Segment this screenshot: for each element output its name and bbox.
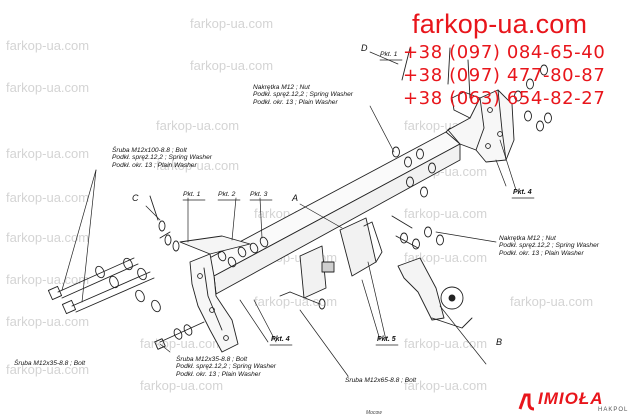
pkt-label: Pkt. 1 [183, 191, 201, 198]
label-line: Podkł. spręż.12,2 ; Spring Washer [112, 154, 212, 162]
leader-lines [61, 51, 517, 377]
pkt-label: Pkt. 2 [218, 191, 236, 198]
watermark: farkop-ua.com [190, 16, 274, 31]
logo-name: IMIOŁA [538, 389, 604, 408]
label-bolt-65: Śruba M12x65-8.8 ; Bolt [345, 377, 416, 384]
pkt-label: Pkt. 3 [250, 191, 268, 198]
watermark: farkop-ua.com [6, 272, 90, 287]
watermark: farkop-ua.com [6, 38, 90, 53]
tow-ball-neck [397, 257, 473, 329]
label-bolt-100: Śruba M12x100-8.8 ; Bolt Podkł. spręż.12… [112, 147, 212, 169]
letter-d: D [361, 43, 368, 53]
watermark: farkop-ua.com [156, 118, 240, 133]
label-bolt-35-left: Śruba M12x35-8.8 ; Bolt [14, 360, 85, 367]
logo-sub: HAKPOL [598, 407, 629, 413]
watermark: farkop-ua.com [404, 378, 488, 393]
letter-b: B [496, 337, 503, 347]
label-line: Śruba M12x35-8.8 ; Bolt [14, 360, 86, 367]
label-line: Podkł. okr. 13 ; Plain Washer [499, 249, 584, 257]
pkt-label: Pkt. 4 [513, 189, 532, 196]
label-nut-top: Nakrętka M12 ; Nut Podkł. spręż.12,2 ; S… [253, 84, 353, 106]
watermark: farkop-ua.com [404, 206, 488, 221]
watermark: farkop-ua.com [190, 58, 274, 73]
watermark: farkop-ua.com [156, 158, 240, 173]
pkt-label: Pkt. 5 [377, 336, 396, 343]
watermark: farkop-ua.com [140, 378, 224, 393]
hakpol-logo: IMIOŁA HAKPOL [516, 389, 638, 417]
watermark: farkop-ua.com [6, 314, 90, 329]
label-line: Śruba M12x35-8.8 ; Bolt [176, 356, 248, 363]
label-nut-right: Nakrętka M12 ; Nut Podkł. spręż.12,2 ; S… [499, 235, 599, 257]
label-line: Podkł. okr. 13 ; Plain Washer [253, 98, 338, 106]
label-line: Śruba M12x65-8.8 ; Bolt [345, 377, 417, 384]
label-line: Podkł. okr. 13 ; Plain Washer [112, 161, 197, 169]
label-line: Podkł. spręż.12,2 ; Spring Washer [499, 242, 599, 250]
tow-hook-logo-icon [518, 393, 535, 411]
label-line: Podkł. okr. 13 ; Plain Washer [176, 370, 261, 378]
pkt-underlines [182, 59, 535, 346]
watermark: farkop-ua.com [254, 294, 338, 309]
label-line: Nakrętka M12 ; Nut [253, 84, 310, 91]
label-line: Podkł. spręż.12,2 ; Spring Washer [253, 91, 353, 99]
bolts-left [47, 195, 205, 350]
nuts-upper [217, 47, 552, 310]
left-bracket [179, 235, 251, 353]
watermark: farkop-ua.com [510, 294, 594, 309]
watermark: farkop-ua.com [6, 362, 90, 377]
letter-c: C [132, 193, 139, 203]
ball-mount-plate [299, 217, 383, 299]
phone-number: +38 (097) 084-65-40 [403, 42, 606, 63]
label-line: Nakrętka M12 ; Nut [499, 235, 556, 242]
pkt-label: Pkt. 4 [271, 336, 290, 343]
pkt-label: Pkt. 1 [380, 51, 398, 58]
watermark: farkop-ua.com [404, 336, 488, 351]
site-brand: farkop-ua.com [412, 9, 588, 39]
watermark: farkop-ua.com [6, 190, 90, 205]
label-line: Podkł. spręż.12,2 ; Spring Washer [176, 363, 276, 371]
watermark: farkop-ua.com [6, 146, 90, 161]
footer-text: Mocow [366, 410, 382, 416]
watermark: farkop-ua.com [6, 80, 90, 95]
phone-number: +38 (097) 477-80-87 [403, 65, 606, 86]
letter-a: A [292, 193, 299, 203]
watermark: farkop-ua.com [404, 250, 488, 265]
right-bracket [447, 89, 515, 163]
watermark: farkop-ua.com [6, 230, 90, 245]
phone-number: +38 (063) 654-82-27 [403, 88, 606, 109]
label-line: Śruba M12x100-8.8 ; Bolt [112, 147, 187, 154]
label-bolt-35-mid: Śruba M12x35-8.8 ; Bolt Podkł. spręż.12,… [176, 356, 276, 378]
